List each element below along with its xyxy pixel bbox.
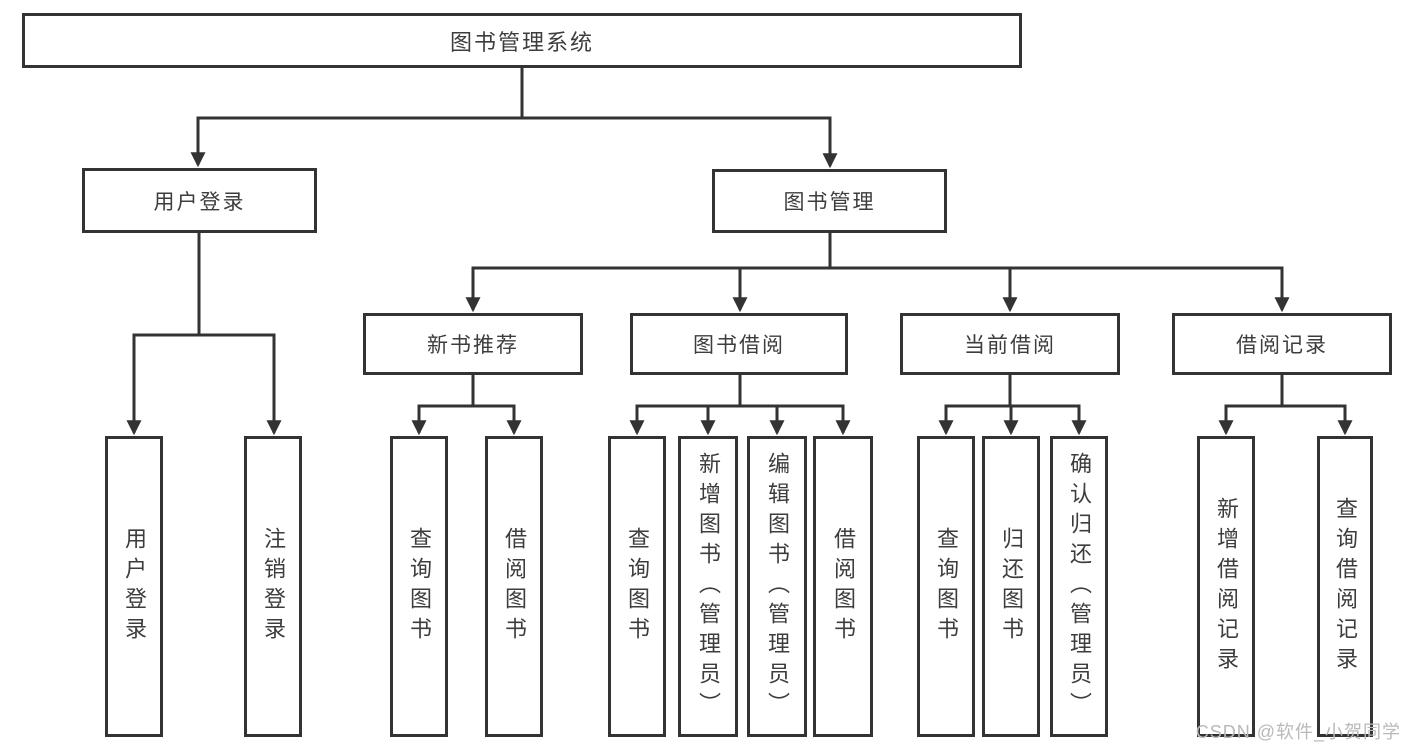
node-library-management-system: 图书管理系统 [22,13,1022,68]
leaf-query-books-borrow: 查询图书 [608,436,666,737]
leaf-label: 查询图书 [934,526,959,647]
node-label: 借阅记录 [1236,334,1328,357]
leaf-label: 新增借阅记录 [1214,496,1239,677]
leaf-label: 新增图书（管理员） [696,451,721,722]
node-label: 图书管理 [783,191,876,214]
node-label: 图书管理系统 [449,29,594,55]
leaf-label: 查询借阅记录 [1333,496,1358,677]
leaf-confirm-return-admin: 确认归还（管理员） [1050,436,1108,737]
leaf-label: 借阅图书 [502,526,527,647]
leaf-borrow-books: 借阅图书 [813,436,873,737]
leaf-add-borrow-record: 新增借阅记录 [1197,436,1255,737]
leaf-query-books-current: 查询图书 [917,436,975,737]
leaf-query-books-recommend: 查询图书 [390,436,448,737]
leaf-edit-books-admin: 编辑图书（管理员） [747,436,807,737]
node-user-login: 用户登录 [82,168,317,233]
node-label: 用户登录 [153,190,246,214]
leaf-return-books: 归还图书 [982,436,1040,737]
watermark: CSDN @软件_小贺同学 [1195,722,1401,742]
node-new-book-recommend: 新书推荐 [363,313,583,375]
node-label: 图书借阅 [693,334,785,357]
leaf-label: 归还图书 [999,526,1024,647]
leaf-borrow-books-recommend: 借阅图书 [485,436,543,737]
leaf-add-books-admin: 新增图书（管理员） [678,436,738,737]
leaf-user-login: 用户登录 [105,436,163,737]
leaf-label: 借阅图书 [831,526,856,647]
leaf-query-borrow-record: 查询借阅记录 [1317,436,1373,737]
leaf-label: 查询图书 [625,526,650,647]
leaf-label: 确认归还（管理员） [1067,451,1092,722]
leaf-label: 用户登录 [122,526,147,647]
leaf-label: 查询图书 [407,526,432,647]
node-book-management: 图书管理 [712,169,947,233]
node-label: 新书推荐 [427,334,519,357]
node-borrow-records: 借阅记录 [1172,313,1392,375]
leaf-label: 注销登录 [261,526,286,647]
node-current-borrow: 当前借阅 [900,313,1120,375]
node-label: 当前借阅 [964,334,1056,357]
node-book-borrow: 图书借阅 [630,313,848,375]
leaf-label: 编辑图书（管理员） [765,451,790,722]
leaf-logout: 注销登录 [244,436,302,737]
